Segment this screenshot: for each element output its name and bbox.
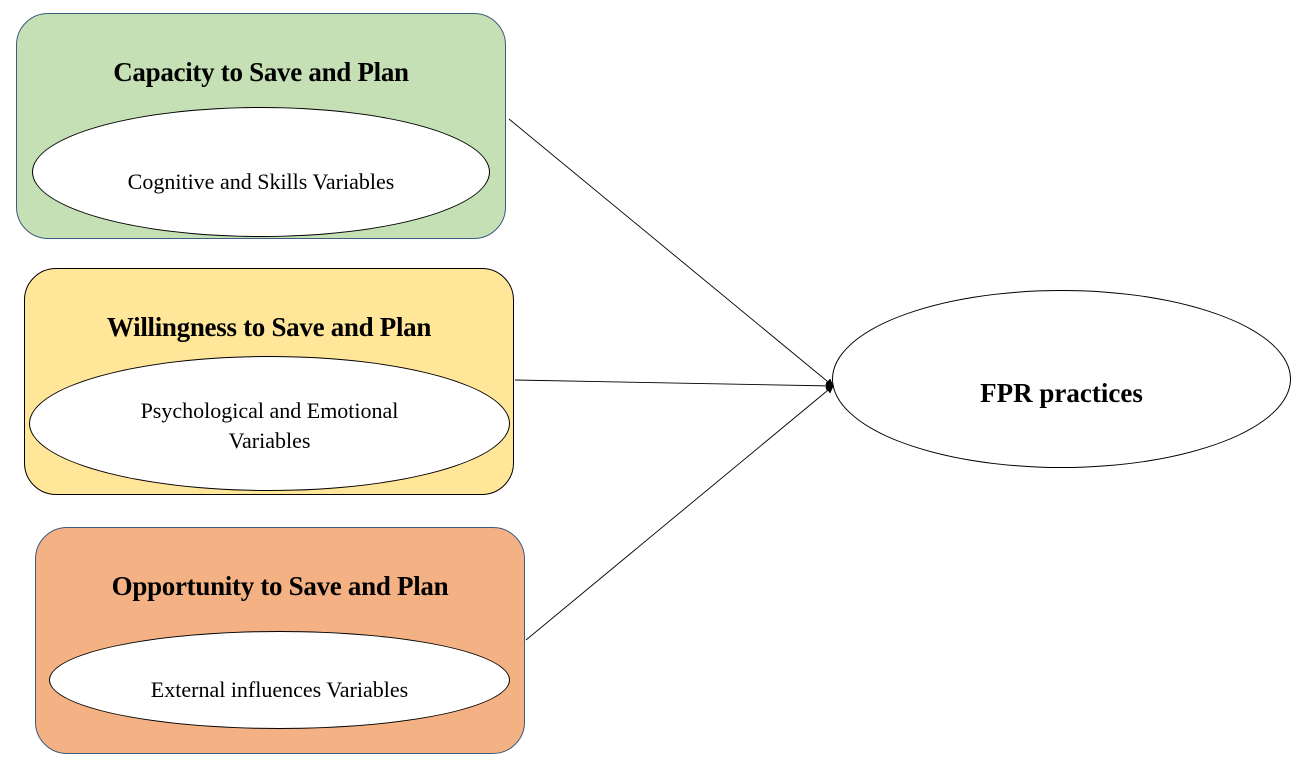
fpr-practices-label: FPR practices: [980, 377, 1143, 408]
fpr-practices-node: FPR practices: [832, 290, 1291, 468]
arrow-capacity-to-fpr: [508, 118, 834, 387]
capacity-group-title: Capacity to Save and Plan: [113, 57, 409, 87]
external-influences-variables-node: External influences Variables: [49, 631, 510, 729]
opportunity-group-title: Opportunity to Save and Plan: [111, 571, 449, 601]
cognitive-skills-variables-label: Cognitive and Skills Variables: [127, 169, 395, 195]
willingness-group-title: Willingness to Save and Plan: [106, 312, 432, 342]
psychological-emotional-variables-node: Psychological and Emotional Variables: [29, 356, 510, 491]
cognitive-skills-variables-node: Cognitive and Skills Variables: [32, 107, 490, 237]
arrow-opportunity-to-fpr: [525, 385, 834, 641]
psychological-emotional-label-line2: Variables: [228, 427, 311, 453]
arrow-willingness-to-fpr: [514, 379, 834, 390]
psychological-emotional-label-line1: Psychological and Emotional: [140, 397, 399, 423]
external-influences-variables-label: External influences Variables: [150, 677, 409, 703]
